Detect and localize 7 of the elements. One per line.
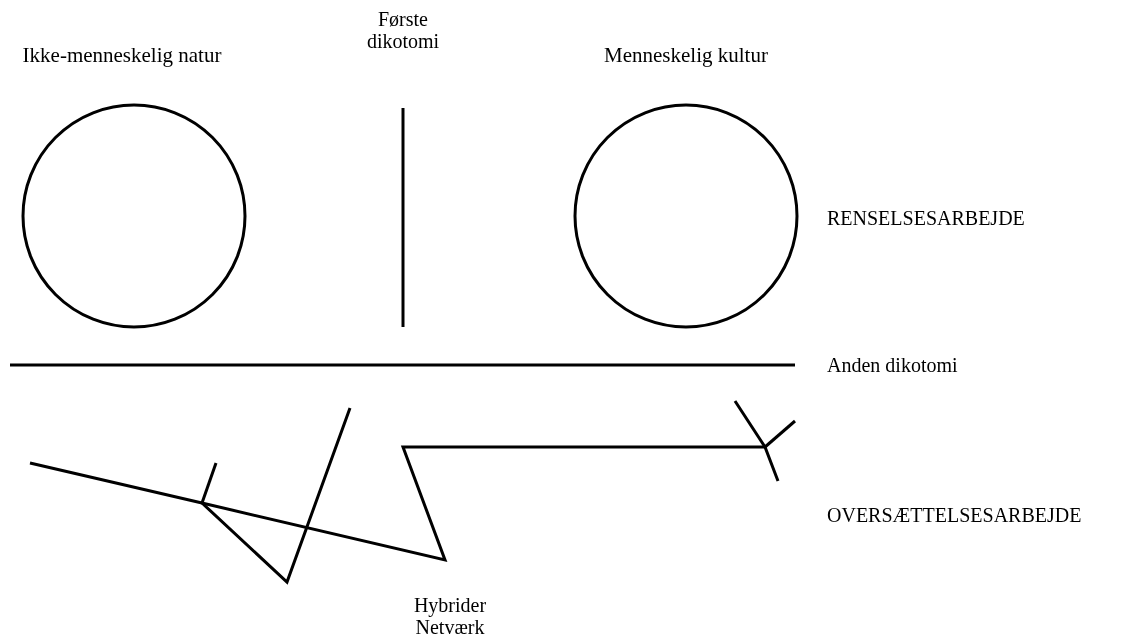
caption-text: Hybrider Netværk [412, 594, 488, 638]
side-label: RENSELSESARBEJDE [827, 207, 1025, 229]
node-heading: Menneskelig kultur [603, 44, 769, 66]
side-label: OVERSÆTTELSESARBEJDE [827, 504, 1082, 526]
side-label: Anden dikotomi [827, 354, 958, 376]
caption-text: Første dikotomi [365, 8, 441, 52]
node-heading: Ikke-menneskelig natur [21, 44, 223, 66]
